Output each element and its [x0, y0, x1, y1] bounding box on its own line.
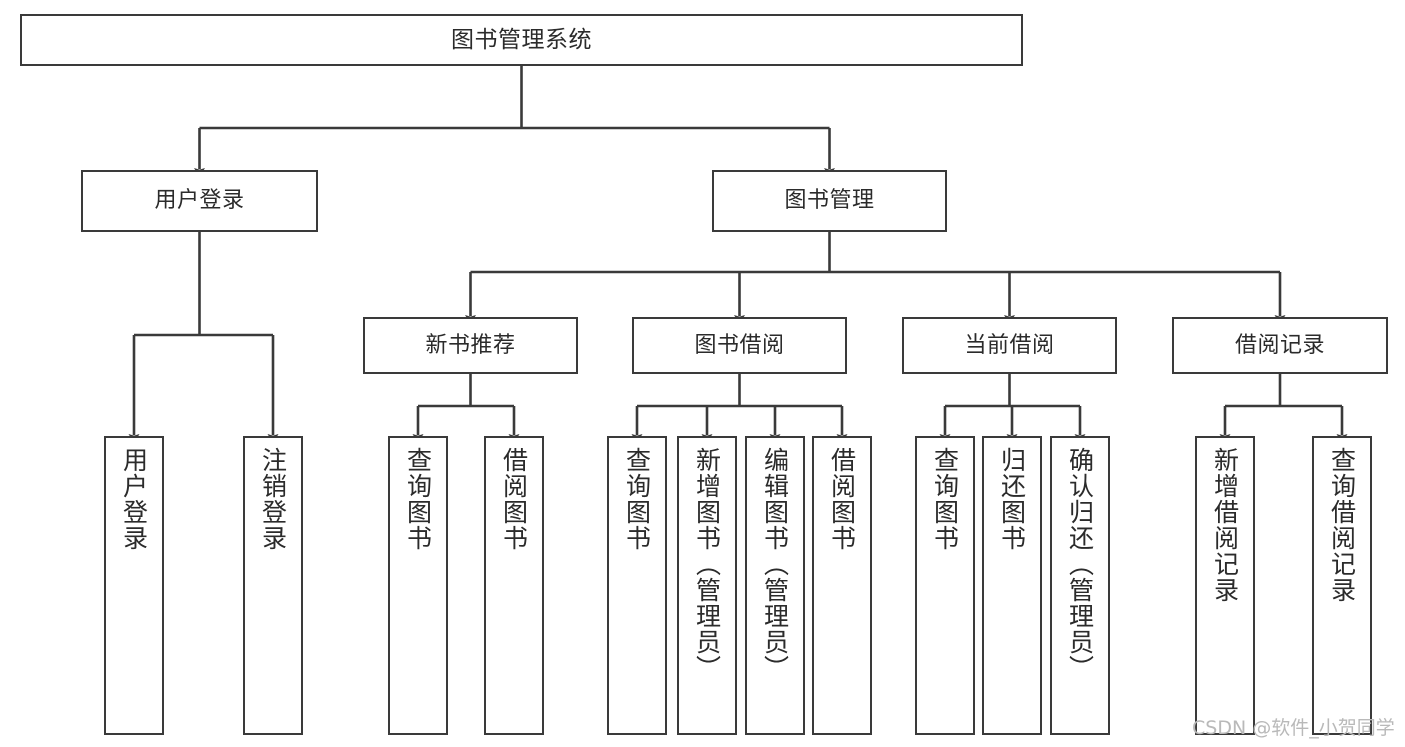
node-root[interactable]: 图书管理系统: [20, 14, 1023, 66]
node-leaf-b1[interactable]: 借阅图书: [484, 436, 544, 735]
watermark: CSDN @软件_小贺同学: [1192, 717, 1395, 739]
node-new-book-rec[interactable]: 新书推荐: [363, 317, 578, 374]
node-label: 当前借阅: [964, 332, 1055, 358]
node-label: 借阅图书: [499, 447, 529, 551]
node-current-borrow[interactable]: 当前借阅: [902, 317, 1117, 374]
node-label: 查询图书: [403, 447, 433, 551]
node-label: 图书借阅: [694, 332, 785, 358]
node-leaf-q2[interactable]: 查询图书: [607, 436, 667, 735]
node-leaf-edit-book[interactable]: 编辑图书（管理员）: [745, 436, 805, 735]
node-label: 注销登录: [258, 447, 288, 551]
node-label: 查询借阅记录: [1327, 447, 1357, 603]
node-label: 用户登录: [119, 447, 149, 551]
node-leaf-q-rec[interactable]: 查询借阅记录: [1312, 436, 1372, 735]
node-label: 确认归还（管理员）: [1065, 447, 1095, 681]
node-book-manage[interactable]: 图书管理: [712, 170, 947, 232]
edges: [128, 66, 1348, 443]
node-leaf-q3[interactable]: 查询图书: [915, 436, 975, 735]
node-book-borrow[interactable]: 图书借阅: [632, 317, 847, 374]
node-label: 归还图书: [997, 447, 1027, 551]
node-label: 借阅图书: [827, 447, 857, 551]
node-leaf-login[interactable]: 用户登录: [104, 436, 164, 735]
node-leaf-logout[interactable]: 注销登录: [243, 436, 303, 735]
node-leaf-return[interactable]: 归还图书: [982, 436, 1042, 735]
node-user-login[interactable]: 用户登录: [81, 170, 318, 232]
node-leaf-add-rec[interactable]: 新增借阅记录: [1195, 436, 1255, 735]
node-leaf-add-book[interactable]: 新增图书（管理员）: [677, 436, 737, 735]
node-leaf-confirm[interactable]: 确认归还（管理员）: [1050, 436, 1110, 735]
node-label: 新增图书（管理员）: [692, 447, 722, 681]
node-borrow-record[interactable]: 借阅记录: [1172, 317, 1388, 374]
node-leaf-q1[interactable]: 查询图书: [388, 436, 448, 735]
node-label: 图书管理系统: [451, 26, 592, 53]
node-label: 用户登录: [154, 188, 245, 214]
node-label: 编辑图书（管理员）: [760, 447, 790, 681]
node-label: 新增借阅记录: [1210, 447, 1240, 603]
node-label: 新书推荐: [425, 332, 516, 358]
node-label: 借阅记录: [1234, 332, 1325, 358]
node-label: 查询图书: [930, 447, 960, 551]
node-leaf-b2[interactable]: 借阅图书: [812, 436, 872, 735]
node-label: 查询图书: [622, 447, 652, 551]
node-label: 图书管理: [784, 188, 875, 214]
